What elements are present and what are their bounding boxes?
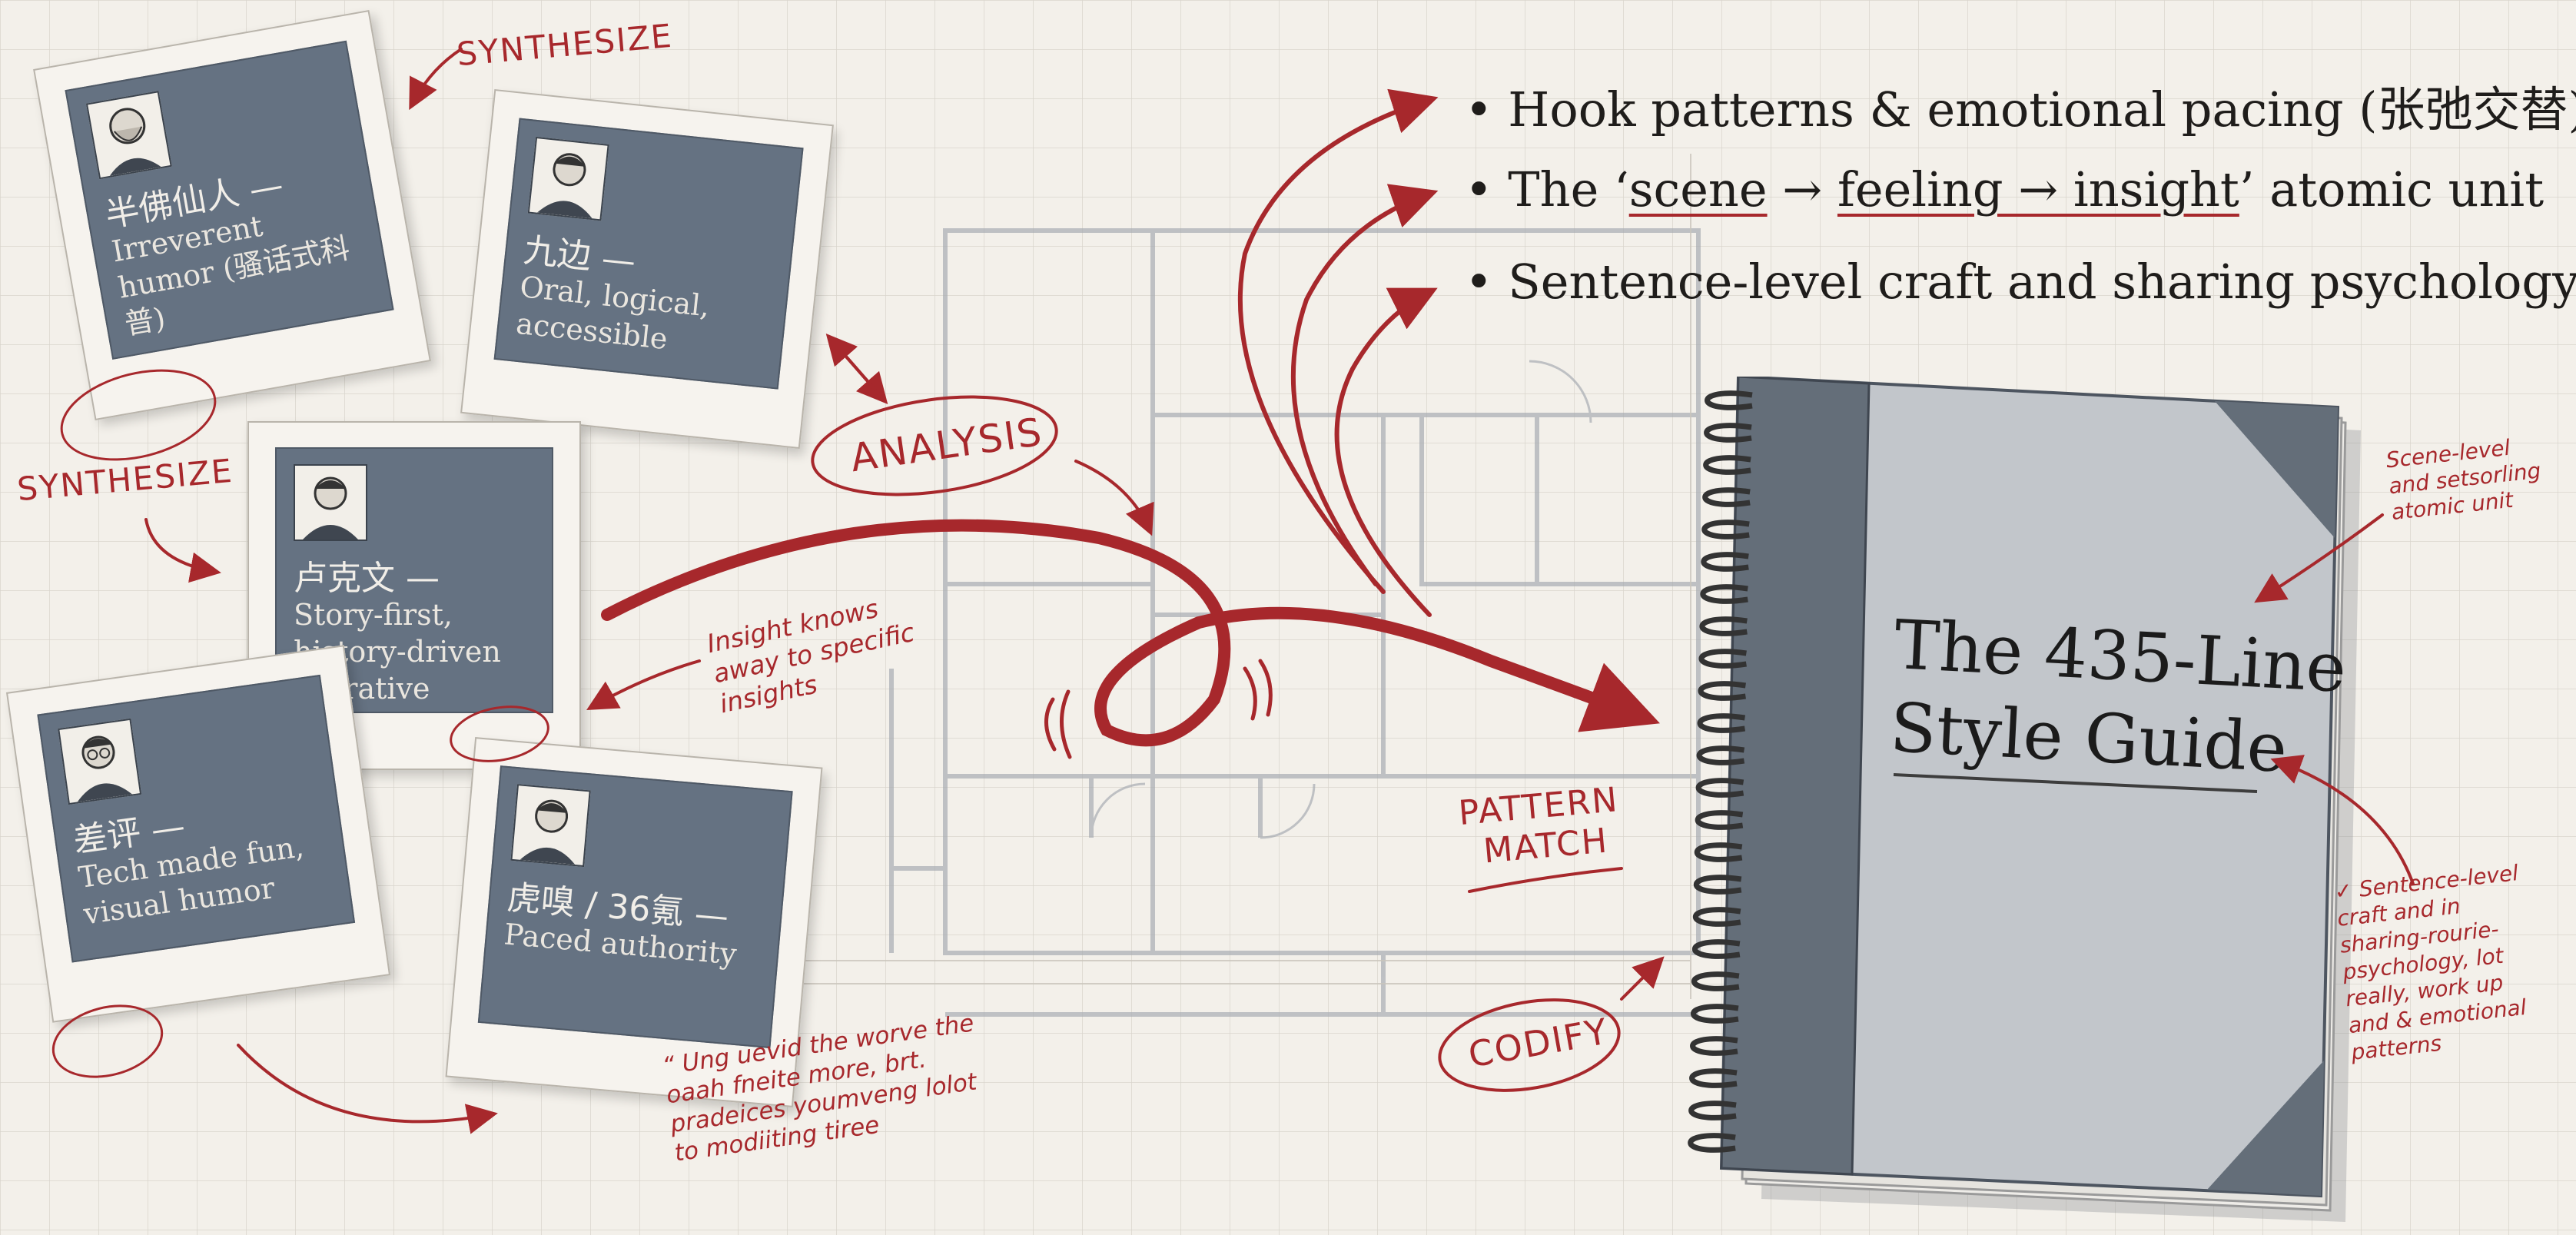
codify-arrow — [1622, 961, 1660, 999]
pattern-match-label: PATTERN MATCH — [1457, 780, 1624, 874]
bullet-hook-patterns: • Hook patterns & emotional pacing (张弛交替… — [1465, 71, 2576, 140]
bullet-dot: • — [1465, 254, 1493, 310]
scene-level-note: Scene-level and setsorling atomic unit — [2385, 432, 2544, 526]
analysis-arrow-to-plan — [1076, 461, 1150, 530]
bullet-atomic-unit: • The ‘scene → feeling → insight’ atomic… — [1465, 161, 2576, 217]
bullet-text: Sentence-level craft and sharing psychol… — [1508, 254, 2576, 310]
bullet-sentence-craft: • Sentence-level craft and sharing psych… — [1465, 254, 2576, 310]
bullet-text-post: ’ atomic unit — [2239, 161, 2544, 217]
bullet-arrow-3 — [1337, 292, 1429, 615]
bullet-text-pre: The ‘ — [1508, 161, 1628, 217]
bullet-dot: • — [1465, 81, 1493, 138]
check-mark-icon: ✓ — [2573, 161, 2576, 217]
scribble-ellipse-3 — [45, 995, 169, 1087]
sentence-level-note: ✓ Sentence-level craft and in sharing-ro… — [2333, 859, 2537, 1066]
bottom-synthesize-arrow — [238, 1045, 492, 1121]
bullet-text: Hook patterns & emotional pacing (张弛交替) — [1508, 81, 2576, 138]
scribble-ellipse-2 — [446, 699, 553, 768]
insight-arrow — [592, 661, 699, 707]
synthesize-arrow-top — [412, 49, 461, 105]
bullet-text-arrow: → — [1768, 161, 1837, 217]
sentence-note-arrow — [2276, 761, 2413, 884]
scene-note-arrow — [2259, 515, 2382, 599]
bullet-dot: • — [1465, 161, 1493, 217]
bullet-text-scene: scene — [1629, 161, 1768, 217]
synthesize-arrow-left — [146, 520, 215, 572]
bullet-text-feeling-insight: feeling → insight — [1837, 161, 2239, 217]
pattern-match-underline — [1469, 868, 1622, 891]
